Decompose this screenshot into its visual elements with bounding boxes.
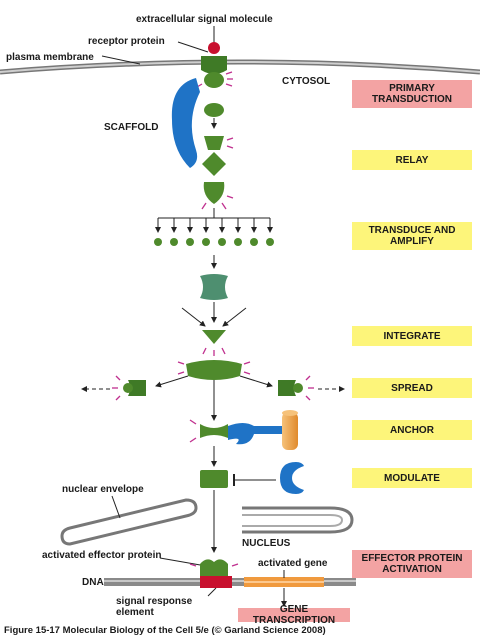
step-effector-protein-activation: EFFECTOR PROTEIN ACTIVATION xyxy=(352,550,472,578)
label-nucleus: NUCLEUS xyxy=(242,538,291,549)
label-receptor-protein: receptor protein xyxy=(88,36,165,47)
step-transduce-and-amplify: TRANSDUCE AND AMPLIFY xyxy=(352,222,472,250)
label-scaffold: SCAFFOLD xyxy=(104,122,159,133)
step-integrate: INTEGRATE xyxy=(352,326,472,346)
amplified-messenger-dot xyxy=(154,238,162,246)
scaffold-protein xyxy=(171,78,200,168)
amplified-messenger-dot xyxy=(234,238,242,246)
step-primary-transduction: PRIMARY TRANSDUCTION xyxy=(352,80,472,108)
step-spread: SPREAD xyxy=(352,378,472,398)
amplified-messenger-dot xyxy=(266,238,274,246)
amplified-messenger-dot xyxy=(186,238,194,246)
amplified-messenger-dot xyxy=(250,238,258,246)
label-dna: DNA xyxy=(82,577,104,588)
nuclear-envelope-left xyxy=(60,498,198,546)
label-cytosol: CYTOSOL xyxy=(282,76,331,87)
step-gene-transcription: GENE TRANSCRIPTION xyxy=(238,604,350,626)
label-extracellular-signal-molecule: extracellular signal molecule xyxy=(136,14,273,25)
label-plasma-membrane: plasma membrane xyxy=(6,52,94,63)
step-relay: RELAY xyxy=(352,150,472,170)
teal-protein xyxy=(200,274,228,300)
modulator-protein xyxy=(280,462,304,494)
anchor-blue-protein xyxy=(228,423,282,445)
amplified-messenger-dot xyxy=(170,238,178,246)
signal-molecule xyxy=(208,42,220,54)
label-signal-response-element: signal response element xyxy=(116,596,193,618)
receptor-protein xyxy=(201,56,227,74)
amplified-messenger-dot xyxy=(202,238,210,246)
label-activated-effector-protein: activated effector protein xyxy=(42,550,162,561)
activated-effector-protein xyxy=(200,559,228,576)
nuclear-envelope-right xyxy=(242,506,354,534)
label-activated-gene: activated gene xyxy=(258,558,328,569)
figure-caption: Figure 15-17 Molecular Biology of the Ce… xyxy=(4,625,326,636)
anchor-orange-protein xyxy=(282,412,298,450)
amplified-messenger-dot xyxy=(218,238,226,246)
step-modulate: MODULATE xyxy=(352,468,472,488)
label-nuclear-envelope: nuclear envelope xyxy=(62,484,144,495)
step-anchor: ANCHOR xyxy=(352,420,472,440)
signal-response-element xyxy=(200,576,232,588)
